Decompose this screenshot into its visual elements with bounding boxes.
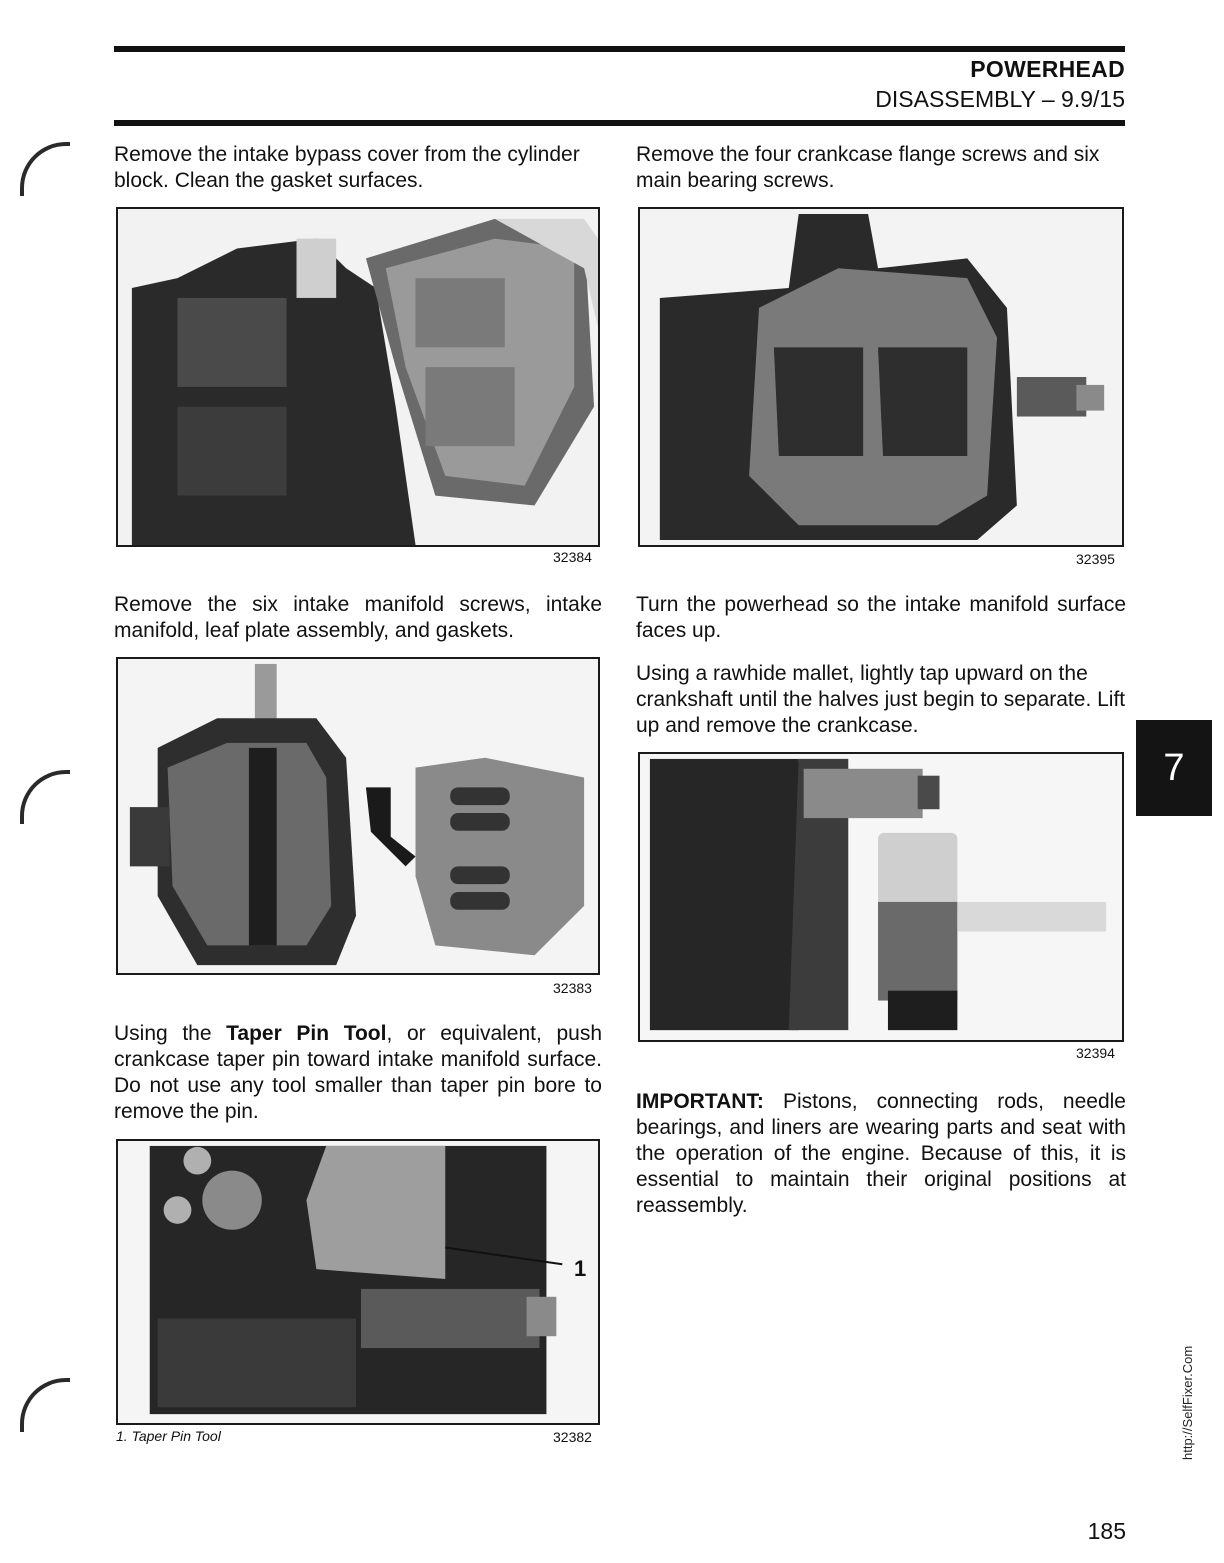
instruction-rawhide-mallet: Using a rawhide mallet, lightly tap upwa… — [636, 662, 1126, 737]
binder-hole-mark — [20, 1378, 70, 1432]
instruction-remove-bypass-cover: Remove the intake bypass cover from the … — [114, 143, 580, 192]
instruction-remove-manifold: Remove the six intake manifold screws, i… — [114, 593, 602, 642]
binder-hole-mark — [20, 142, 70, 196]
figure-number: 32383 — [553, 980, 592, 996]
photo-crankcase-screws — [638, 207, 1124, 547]
watermark-url: http://SelfFixer.Com — [1180, 1345, 1195, 1460]
important-note: IMPORTANT: Pistons, connecting rods, nee… — [636, 1090, 1126, 1217]
photo-intake-manifold-leaf-plate — [116, 657, 600, 975]
callout-number: 1 — [574, 1256, 587, 1281]
header-rule-bottom — [114, 120, 1125, 126]
photo-intake-bypass-cover — [116, 207, 600, 547]
photo-rawhide-mallet — [638, 752, 1124, 1042]
photo-taper-pin-tool — [116, 1139, 600, 1425]
figure-number: 32382 — [553, 1429, 592, 1445]
binder-hole-mark — [20, 770, 70, 824]
figure-number: 32384 — [553, 549, 592, 565]
section-tab: 7 — [1136, 720, 1212, 816]
section-title: POWERHEAD — [970, 56, 1125, 82]
page-number: 185 — [1087, 1518, 1126, 1544]
figure-caption: 1. Taper Pin Tool — [116, 1428, 221, 1444]
header-rule-top — [114, 46, 1125, 52]
instruction-remove-crankcase-screws: Remove the four crankcase flange screws … — [636, 143, 1100, 192]
figure-number: 32394 — [1076, 1045, 1115, 1061]
instruction-taper-pin: Using the Taper Pin Tool, or equivalent,… — [114, 1022, 602, 1123]
figure-number: 32395 — [1076, 551, 1115, 567]
section-subtitle: DISASSEMBLY – 9.9/15 — [875, 86, 1125, 112]
instruction-turn-powerhead: Turn the powerhead so the intake manifol… — [636, 593, 1126, 642]
